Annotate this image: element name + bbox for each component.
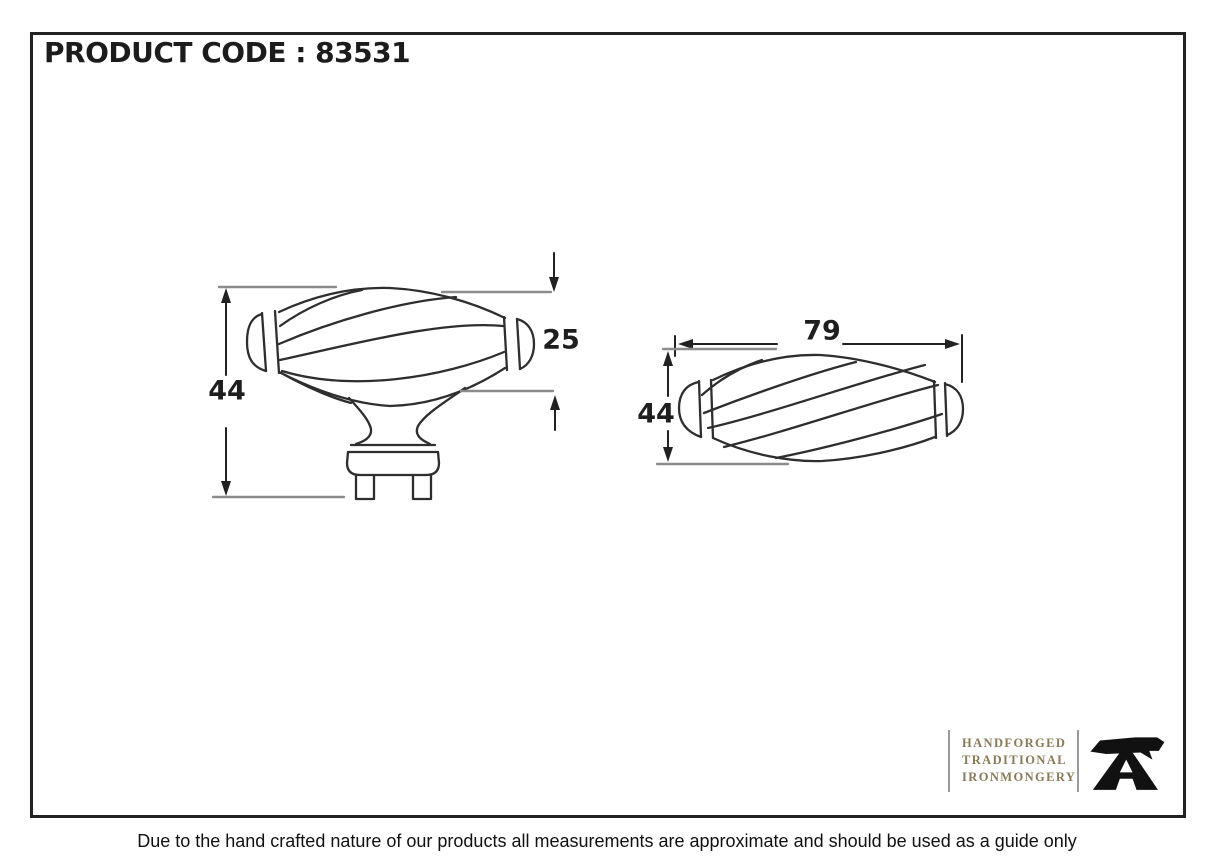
top-view-dimensions	[655, 334, 963, 466]
front-right-dome	[515, 317, 536, 371]
front-twist-line	[280, 350, 506, 383]
logo-divider	[948, 730, 950, 792]
logo-text-line: TRADITIONAL	[962, 753, 1067, 767]
top-twist-line	[706, 363, 927, 430]
front-height-dimension: 44	[208, 375, 246, 407]
top-twist-line	[702, 360, 858, 415]
top-length-dimension: 79	[803, 315, 841, 347]
front-view-drawing	[245, 286, 536, 501]
top-view-drawing	[677, 353, 965, 463]
logo-divider	[1077, 730, 1079, 792]
top-right-band	[943, 381, 949, 438]
arrowhead-down	[663, 447, 673, 462]
drawing-frame	[30, 32, 1186, 818]
front-neck-right	[415, 386, 467, 446]
front-right-band	[515, 317, 522, 371]
arrowhead-right	[945, 339, 960, 349]
front-body-top	[277, 286, 507, 320]
product-code: PRODUCT CODE : 83531	[44, 36, 411, 69]
front-leg-right	[411, 473, 433, 501]
arrowhead-up	[550, 395, 560, 410]
front-neck-left	[347, 396, 373, 446]
front-left-band	[273, 309, 281, 375]
front-view-dimensions	[211, 252, 560, 499]
arrowhead-up	[221, 288, 231, 303]
front-right-band	[502, 315, 509, 372]
front-twist-line	[278, 288, 364, 328]
front-base	[345, 450, 441, 477]
top-body-bottom	[711, 435, 937, 463]
brand-logo: HANDFORGED TRADITIONAL IRONMONGERY	[946, 727, 1170, 795]
top-twist-line	[700, 358, 764, 397]
front-twist-line	[278, 323, 505, 362]
top-twist-line	[722, 383, 940, 449]
front-left-band	[260, 311, 268, 373]
top-left-band	[697, 379, 703, 439]
logo-text-line: HANDFORGED	[962, 736, 1067, 750]
front-left-dome	[245, 312, 268, 373]
top-height-dimension: 44	[637, 398, 675, 430]
top-right-dome	[943, 382, 965, 437]
front-body-bottom	[277, 366, 507, 408]
logo-text: HANDFORGED TRADITIONAL IRONMONGERY	[962, 735, 1076, 786]
top-right-band	[932, 379, 938, 440]
disclaimer-text: Due to the hand crafted nature of our pr…	[137, 831, 1077, 851]
front-twist-line	[283, 373, 353, 405]
anvil-icon	[1090, 737, 1165, 790]
arrowhead-up	[663, 351, 673, 366]
top-left-dome	[677, 380, 703, 439]
top-body-top	[711, 353, 937, 384]
front-twist-line	[277, 295, 458, 346]
arrowhead-left	[678, 339, 693, 349]
front-leg-left	[354, 473, 376, 501]
top-twist-line	[774, 412, 944, 460]
logo-text-line: IRONMONGERY	[962, 770, 1077, 784]
arrowhead-down	[221, 481, 231, 496]
front-end-dimension: 25	[542, 324, 580, 356]
arrowhead-down	[549, 277, 559, 292]
